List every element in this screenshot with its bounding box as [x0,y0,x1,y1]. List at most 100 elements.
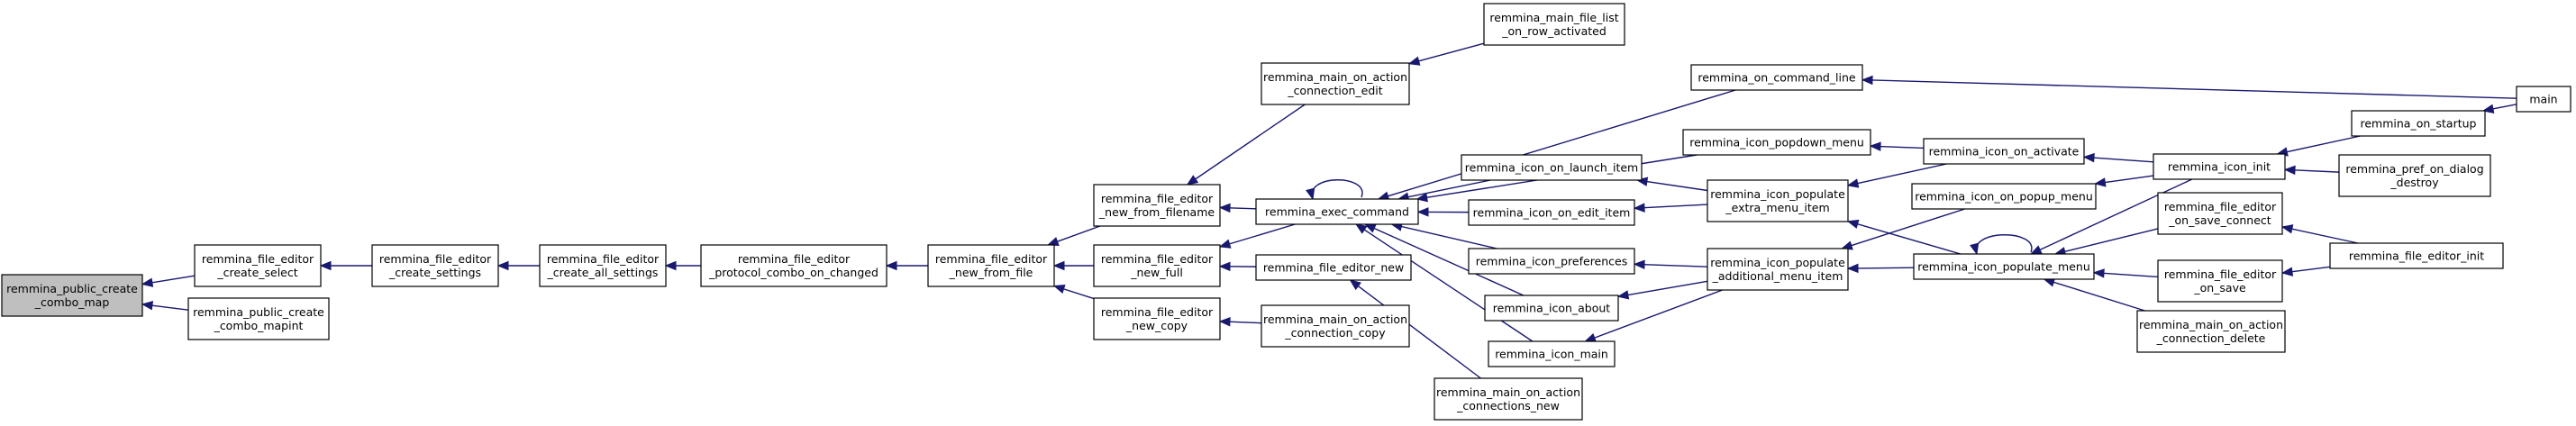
node-icon-populate-extra-menu-item[interactable]: remmina_icon_populate_extra_menu_item [1707,179,1849,222]
node-main[interactable]: main [2516,86,2571,113]
node-main-file-list-on-row-activated[interactable]: remmina_main_file_list_on_row_activated [1483,3,1625,46]
node-fe-new-from-file[interactable]: remmina_file_editor_new_from_file [927,244,1055,287]
node-box [1707,248,1849,291]
edge-line [1850,208,1965,247]
arrowhead [1846,263,1859,274]
node-icon-on-edit-item[interactable]: remmina_icon_on_edit_item [1468,199,1635,226]
arrowhead [141,301,154,311]
edge-exec-command-to-exec-command [1306,179,1363,201]
node-icon-on-launch-item[interactable]: remmina_icon_on_launch_item [1461,154,1643,181]
edge-line [1417,42,1485,62]
nodes-layer: remmina_public_create_combo_map remmina_f… [1,3,2571,421]
edge-fe-new-full-to-fe-new-from-file [1052,260,1094,271]
edge-line [2491,104,2517,110]
edge-line [2286,135,2361,153]
edge-main-on-action-connection-copy-to-fe-new-copy [1218,317,1262,327]
node-label-line: remmina_icon_popdown_menu [1689,136,1864,150]
node-box [1923,138,2085,165]
edge-main-to-on-command-line [1861,75,2517,99]
node-box [1093,184,1221,227]
arrowhead [1218,203,1231,213]
self-loop [1975,234,2033,255]
node-icon-about[interactable]: remmina_icon_about [1484,295,1619,322]
node-box [1682,129,1871,156]
node-box [1261,304,1410,348]
node-file-editor-new[interactable]: remmina_file_editor_new [1255,254,1412,281]
node-fe-new-full[interactable]: remmina_file_editor_new_full [1093,244,1221,287]
node-fe-new-copy[interactable]: remmina_file_editor_new_copy [1093,297,1221,340]
node-icon-init[interactable]: remmina_icon_init [2153,153,2286,180]
node-label-line: _create_settings [388,266,481,279]
arrowhead [1052,284,1066,294]
node-icon-populate-menu[interactable]: remmina_icon_populate_menu [1913,253,2095,280]
arrowhead [1306,187,1315,201]
node-main-on-action-connection-delete[interactable]: remmina_main_on_action_connection_delete [2136,310,2286,353]
node-fe-protocol-combo-changed[interactable]: remmina_file_editor_protocol_combo_on_ch… [700,244,887,287]
arrowhead [1584,333,1597,342]
edge-line [1400,225,1497,249]
node-icon-popdown-menu[interactable]: remmina_icon_popdown_menu [1682,129,1871,156]
edge-line [1643,263,1708,267]
node-fe-create-settings[interactable]: remmina_file_editor_create_settings [371,244,499,287]
edge-line [1645,180,1708,192]
edge-icon-on-edit-item-to-exec-command [1416,207,1470,217]
node-icon-on-popup-menu[interactable]: remmina_icon_on_popup_menu [1911,183,2097,210]
arrowhead [1416,207,1429,217]
node-fe-create-all-settings[interactable]: remmina_file_editor_create_all_settings [539,244,667,287]
node-label-line: _new_copy [1125,319,1188,332]
edge-line [1363,228,1534,342]
node-icon-populate-additional-menu-item[interactable]: remmina_icon_populate_additional_menu_it… [1707,248,1849,291]
node-label-line: _new_from_file [949,266,1033,279]
node-label-line: remmina_file_editor_new [1263,261,1404,275]
edge-icon-on-popup-menu-to-icon-populate-additional-menu-item [1841,208,1965,250]
node-label-line: _on_save_connect [2168,213,2271,227]
edge-exec-command-to-fe-new-from-filename [1218,203,1257,213]
node-fe-init[interactable]: remmina_file_editor_init [2329,242,2504,269]
arrowhead [1052,260,1065,271]
edge-main-on-action-connection-delete-to-icon-populate-menu [2043,277,2145,312]
node-box [1461,154,1643,181]
edge-line [1879,145,1925,150]
node-on-command-line[interactable]: remmina_on_command_line [1690,64,1863,91]
node-main-on-action-connections-new[interactable]: remmina_main_on_action_connections_new [1434,377,1583,421]
node-icon-main[interactable]: remmina_icon_main [1488,340,1616,367]
node-fe-new-from-filename[interactable]: remmina_file_editor_new_from_filename [1093,184,1221,227]
arrowhead [1970,242,1980,256]
node-label-line: remmina_icon_on_launch_item [1465,161,1638,175]
node-box [2351,110,2486,137]
node-fe-on-save-connect[interactable]: remmina_file_editor_on_save_connect [2157,192,2283,235]
node-pub-create-combo-mapint[interactable]: remmina_public_create_combo_mapint [187,297,330,340]
node-label-line: _connections_new [1456,399,1560,412]
node-root[interactable]: remmina_public_create_combo_map [1,274,143,317]
node-label-line: remmina_icon_on_popup_menu [1915,190,2093,204]
edge-line [2038,178,2193,251]
edge-icon-on-launch-item-to-exec-command [1397,179,1491,202]
node-fe-on-save[interactable]: remmina_file_editor_on_save [2157,259,2283,303]
node-label-line: remmina_file_editor [1101,192,1214,205]
arrowhead [141,277,154,287]
node-on-startup[interactable]: remmina_on_startup [2351,110,2486,137]
edge-line [1626,280,1708,296]
node-fe-create-select[interactable]: remmina_file_editor_create_select [194,244,322,287]
node-pref-on-dialog-destroy[interactable]: remmina_pref_on_dialog_destroy [2338,154,2491,197]
node-exec-command[interactable]: remmina_exec_command [1255,198,1419,225]
node-label-line: remmina_icon_populate [1710,187,1845,201]
node-label-line: _connection_copy [1284,326,1386,340]
edge-line [1856,267,1915,269]
arrowhead [2029,245,2043,255]
edge-line [2053,281,2145,312]
node-main-on-action-connection-edit[interactable]: remmina_main_on_action_connection_edit [1261,62,1410,105]
arrowhead [1616,290,1630,300]
edge-line [1387,89,1736,197]
edge-icon-populate-extra-menu-item-to-icon-on-launch-item [1635,177,1708,192]
node-icon-preferences[interactable]: remmina_icon_preferences [1468,248,1635,275]
node-box [2516,86,2571,113]
node-main-on-action-connection-copy[interactable]: remmina_main_on_action_connection_copy [1261,304,1410,348]
node-label-line: remmina_file_editor_init [2349,249,2484,263]
arrowhead [1407,56,1421,66]
node-icon-on-activate[interactable]: remmina_icon_on_activate [1923,138,2085,165]
self-loop [1311,179,1363,200]
node-box [187,297,330,340]
arrowhead [2481,104,2495,113]
